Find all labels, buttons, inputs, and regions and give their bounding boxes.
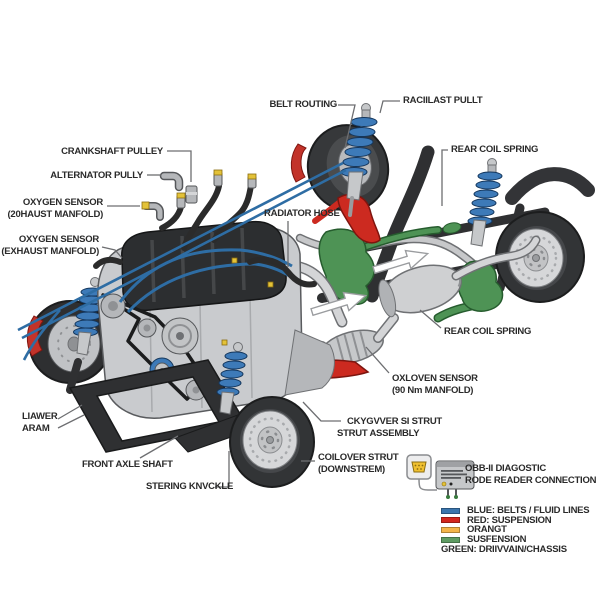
leader-lines	[57, 100, 448, 488]
callout-steering-knuckle: STERING KNVCKLE	[146, 481, 234, 492]
radiator-hoses	[93, 179, 317, 288]
wheel-front-right-bottom	[229, 396, 315, 488]
flow-arrow	[372, 249, 430, 275]
callout-rear-coil-spring-lower: REAR COIL SPRING	[444, 326, 532, 337]
callout-alternator-pully: ALTERNATOR PULLY	[50, 170, 143, 181]
callout-radiator-hose: RADIATOR HOSE	[264, 208, 340, 219]
transmission	[284, 329, 335, 396]
legend-swatch-blue	[441, 507, 460, 514]
steering-knuckle-green	[318, 222, 462, 305]
callout-raciilast-pullt: RACIILAST PULLT	[403, 95, 483, 106]
legend-swatch-orange	[441, 526, 460, 533]
exhaust-tail-pipe	[505, 167, 595, 205]
legend-row-green: SUSFENSION	[441, 535, 589, 545]
callout-belt-routing: BELT ROUTING	[269, 99, 337, 110]
callout-strut-assembly: CKYGVVER SI STRUT STRUT ASSEMBLY	[337, 416, 442, 439]
color-legend: BLUE: BELTS / FLUID LINES RED: SUSPENSIO…	[441, 506, 590, 556]
lower-control-arm-red	[312, 193, 381, 244]
legend-footer: GREEN: DRIIVVAIN/CHASSIS	[441, 544, 567, 556]
legend-row-orange: ORANGT	[441, 525, 589, 535]
legend-row-red: RED: SUSPENSION	[441, 515, 589, 526]
flow-arrows	[310, 249, 430, 317]
callout-oxygen-sensor-exhaust: OXYGEN SENSOR (EXHAUST MANFOLD)	[1, 234, 99, 257]
callout-coilover-strut: COILOVER STRUT (DOWNSTREM)	[318, 452, 399, 475]
callout-crankshaft-pulley: CRANKSHAFT PULLEY	[61, 146, 163, 157]
brake-caliper-red	[290, 143, 307, 183]
obd-reader-icon	[406, 454, 475, 499]
flow-arrow	[310, 291, 368, 317]
callout-rear-coil-spring-upper: REAR COIL SPRING	[451, 144, 539, 155]
coilover-strut-rear-right	[467, 158, 503, 247]
coilover-strut-top	[340, 103, 378, 217]
legend-swatch-green	[441, 536, 460, 543]
belt-fluid-lines	[17, 161, 347, 361]
callout-front-axle-shaft: FRONT AXLE SHAFT	[82, 459, 173, 470]
callout-obd-connection: OBB-II DIAGOSTIC RODE READER CONNECTION	[465, 463, 597, 486]
muffler-icon	[378, 264, 462, 318]
coilover-strut-front-bottom	[216, 342, 248, 415]
legend-swatch-red	[441, 517, 460, 524]
callout-oxloven-sensor: OXLOVEN SENSOR (90 Nm MANFOLD)	[392, 373, 478, 396]
callout-oxygen-sensor-intake: OXYGEN SENSOR (20HAUST MANFOLD)	[7, 197, 104, 220]
callout-lower-arm: LIAWER ARAM	[22, 411, 58, 434]
legend-row-blue: BLUE: BELTS / FLUID LINES	[441, 506, 590, 516]
serpentine-belt	[101, 293, 207, 401]
front-subframe	[66, 358, 281, 453]
fluid-lines-blue	[118, 248, 297, 314]
small-parts	[141, 169, 257, 221]
